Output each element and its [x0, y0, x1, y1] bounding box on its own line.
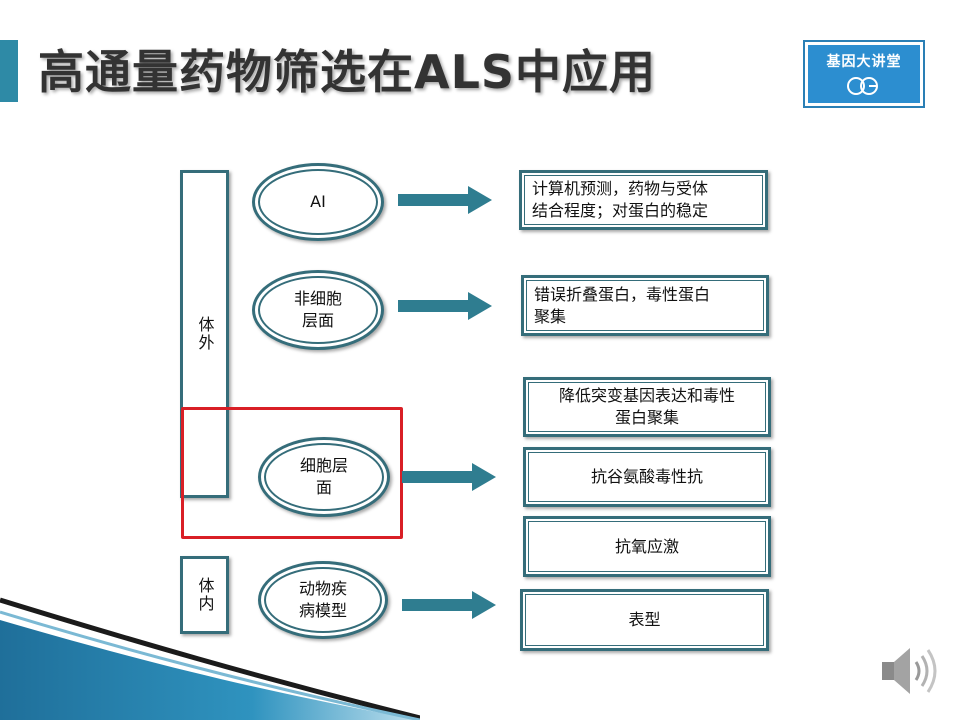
- arrow-non-cell: [398, 292, 492, 320]
- logo-mark-icon: [847, 77, 878, 95]
- logo-text: 基因大讲堂: [826, 54, 902, 70]
- box-ai-result-text: 计算机预测，药物与受体 结合程度；对蛋白的稳定: [532, 179, 709, 220]
- ellipse-non-cell-label: 非细胞 层面: [293, 289, 342, 330]
- arrow-ai: [398, 186, 492, 214]
- arrow-cell: [402, 463, 496, 491]
- box-phenotype: 表型: [520, 589, 769, 651]
- ellipse-non-cell: 非细胞 层面: [252, 270, 384, 350]
- speaker-icon[interactable]: [876, 640, 944, 702]
- box-oxidative-text: 抗氧应激: [614, 536, 679, 556]
- box-misfold-text: 错误折叠蛋白，毒性蛋白 聚集: [534, 284, 711, 326]
- ellipse-animal-label: 动物疾 病模型: [298, 579, 347, 620]
- arrow-animal: [402, 591, 496, 619]
- decorative-wave: [0, 597, 420, 720]
- box-oxidative: 抗氧应激: [523, 516, 771, 577]
- in-vivo-label: 体内: [195, 577, 215, 613]
- highlight-frame: [181, 407, 403, 539]
- box-ai-result: 计算机预测，药物与受体 结合程度；对蛋白的稳定: [519, 170, 768, 230]
- box-glutamate-text: 抗谷氨酸毒性抗: [590, 467, 703, 486]
- page-title: 高通量药物筛选在ALS中应用: [38, 45, 657, 99]
- ellipse-cell-label: 细胞层 面: [299, 456, 348, 497]
- ellipse-cell: 细胞层 面: [258, 437, 390, 517]
- ellipse-ai-label: AI: [310, 192, 326, 211]
- title-accent-bar: [0, 40, 18, 102]
- in-vitro-label: 体外: [195, 316, 215, 352]
- ellipse-ai: AI: [252, 163, 384, 241]
- box-glutamate: 抗谷氨酸毒性抗: [523, 447, 771, 507]
- box-phenotype-text: 表型: [628, 610, 661, 629]
- box-reduce: 降低突变基因表达和毒性 蛋白聚集: [523, 377, 771, 437]
- in-vivo-group: 体内: [180, 556, 229, 634]
- logo: 基因大讲堂: [803, 40, 925, 108]
- box-misfold: 错误折叠蛋白，毒性蛋白 聚集: [521, 275, 769, 336]
- in-vitro-group: 体外: [180, 170, 229, 498]
- box-reduce-text: 降低突变基因表达和毒性 蛋白聚集: [558, 386, 735, 427]
- ellipse-animal: 动物疾 病模型: [258, 561, 388, 639]
